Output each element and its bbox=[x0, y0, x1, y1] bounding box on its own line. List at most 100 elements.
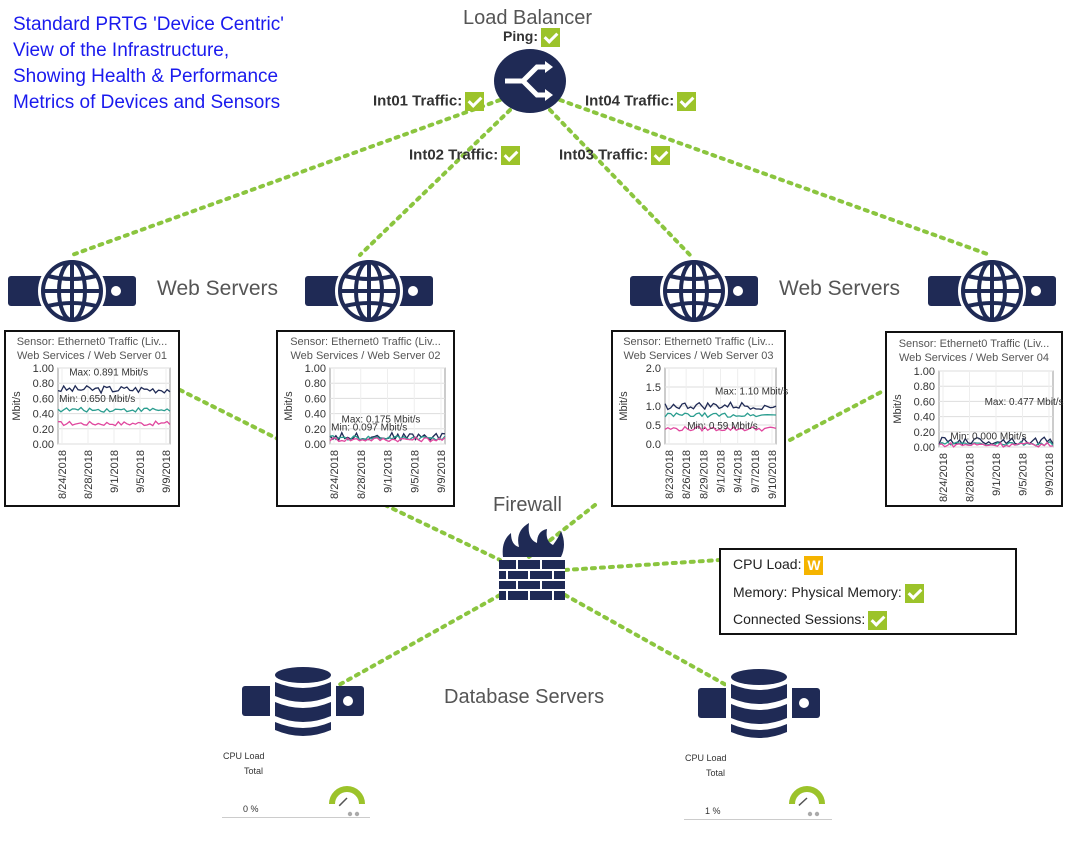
gauge-arc bbox=[329, 786, 365, 805]
x-tick-label: 9/5/2018 bbox=[135, 450, 147, 493]
x-tick-label: 9/10/2018 bbox=[767, 450, 779, 499]
gauge-info-icon bbox=[354, 811, 360, 817]
cpu-load-label: CPU Load: bbox=[733, 556, 802, 573]
gauge-settings-icon bbox=[347, 811, 353, 817]
gauge-arc bbox=[789, 786, 825, 805]
chart-sensor-name: Sensor: Ethernet0 Traffic (Liv... bbox=[16, 336, 168, 348]
y-tick-label: 1.00 bbox=[914, 366, 935, 378]
x-tick-label: 8/29/2018 bbox=[698, 450, 710, 499]
database-server-01-icon[interactable] bbox=[242, 664, 364, 740]
traffic-chart-web-server-03[interactable]: Sensor: Ethernet0 Traffic (Liv... Web Se… bbox=[611, 330, 788, 507]
load-balancer-icon[interactable] bbox=[493, 48, 567, 114]
link-fw-status bbox=[563, 558, 722, 572]
int04-sensor[interactable]: Int04 Traffic: bbox=[585, 92, 697, 111]
link-lb-ws02 bbox=[358, 108, 512, 257]
min-annotation: Min: 0.650 Mbit/s bbox=[59, 394, 135, 405]
y-tick-label: 0.60 bbox=[914, 396, 935, 408]
gauge-divider bbox=[684, 819, 832, 820]
x-tick-label: 8/28/2018 bbox=[965, 453, 977, 502]
chart-device-path: Web Services / Web Server 02 bbox=[290, 350, 441, 362]
chart-sensor-name: Sensor: Ethernet0 Traffic (Liv... bbox=[290, 336, 441, 348]
gauge-label: CPU Load bbox=[223, 751, 265, 761]
y-tick-label: 0.60 bbox=[33, 393, 54, 405]
link-lb-ws04 bbox=[558, 98, 992, 257]
y-tick-label: 0.5 bbox=[646, 420, 661, 432]
chart-device-path: Web Services / Web Server 01 bbox=[17, 350, 167, 362]
series-line bbox=[664, 400, 777, 411]
x-tick-label: 9/9/2018 bbox=[1044, 453, 1056, 496]
link-ws04-fw bbox=[788, 388, 887, 442]
min-annotation: Min: 0.59 Mbit/s bbox=[687, 421, 758, 432]
caption: Standard PRTG 'Device Centric' View of t… bbox=[13, 12, 284, 116]
cpu-load-gauge-db1[interactable]: CPU Load Total 0 % bbox=[222, 748, 372, 823]
traffic-chart-web-server-01[interactable]: Sensor: Ethernet0 Traffic (Liv... Web Se… bbox=[4, 330, 180, 507]
y-tick-label: 0.40 bbox=[33, 409, 54, 421]
x-tick-label: 9/1/2018 bbox=[109, 450, 121, 493]
chart-sensor-name: Sensor: Ethernet0 Traffic (Liv... bbox=[623, 336, 774, 348]
web-servers-right-label: Web Servers bbox=[779, 277, 900, 300]
ok-check-icon bbox=[501, 146, 521, 165]
web-server-02-icon[interactable] bbox=[305, 256, 433, 326]
connected-sessions-label: Connected Sessions: bbox=[733, 611, 866, 628]
web-server-03-icon[interactable] bbox=[630, 256, 758, 326]
max-annotation: Max: 0.891 Mbit/s bbox=[69, 368, 148, 379]
connected-sessions-sensor[interactable]: Connected Sessions: bbox=[733, 611, 888, 630]
y-tick-label: 1.00 bbox=[33, 363, 54, 375]
caption-line: Showing Health & Performance bbox=[13, 66, 279, 87]
firewall-label: Firewall bbox=[493, 494, 562, 516]
firewall-icon[interactable] bbox=[497, 523, 567, 603]
ok-check-icon bbox=[904, 584, 924, 603]
database-servers-label: Database Servers bbox=[444, 686, 605, 708]
y-tick-label: 0.80 bbox=[914, 381, 935, 393]
cpu-load-gauge-db2[interactable]: CPU Load Total 1 % bbox=[684, 750, 834, 825]
gauge-value: 1 % bbox=[705, 806, 721, 816]
web-server-04-icon[interactable] bbox=[928, 256, 1056, 326]
int01-label: Int01 Traffic: bbox=[373, 92, 463, 110]
x-tick-label: 8/24/2018 bbox=[57, 450, 69, 499]
y-tick-label: 0.00 bbox=[305, 439, 326, 451]
ping-sensor[interactable]: Ping: bbox=[503, 28, 560, 47]
y-tick-label: 0.0 bbox=[646, 439, 661, 451]
y-tick-label: 0.20 bbox=[305, 424, 326, 436]
series-line bbox=[938, 441, 1054, 448]
y-tick-label: 0.00 bbox=[914, 442, 935, 454]
int04-label: Int04 Traffic: bbox=[585, 92, 675, 110]
int03-sensor[interactable]: Int03 Traffic: bbox=[559, 146, 671, 165]
x-tick-label: 9/7/2018 bbox=[750, 450, 762, 493]
ok-check-icon bbox=[541, 28, 560, 47]
max-annotation: Max: 0.175 Mbit/s bbox=[342, 415, 421, 426]
cpu-load-sensor[interactable]: CPU Load:W bbox=[733, 556, 824, 575]
memory-sensor[interactable]: Memory: Physical Memory: bbox=[733, 584, 924, 603]
link-lb-ws03 bbox=[548, 108, 692, 257]
traffic-chart-web-server-02[interactable]: Sensor: Ethernet0 Traffic (Liv... Web Se… bbox=[276, 330, 455, 507]
series-line bbox=[664, 411, 777, 419]
int03-label: Int03 Traffic: bbox=[559, 146, 649, 164]
y-tick-label: 1.00 bbox=[305, 363, 326, 375]
web-server-01-icon[interactable] bbox=[8, 256, 136, 326]
x-tick-label: 9/4/2018 bbox=[733, 450, 745, 493]
x-tick-label: 9/1/2018 bbox=[991, 453, 1003, 496]
gauge-divider bbox=[222, 817, 370, 818]
caption-line: Standard PRTG 'Device Centric' bbox=[13, 14, 284, 35]
int01-sensor[interactable]: Int01 Traffic: bbox=[373, 92, 485, 111]
x-tick-label: 9/9/2018 bbox=[436, 450, 448, 493]
series-line bbox=[329, 436, 446, 443]
x-tick-label: 8/23/2018 bbox=[664, 450, 676, 499]
y-axis-label: Mbit/s bbox=[892, 394, 904, 424]
gauge-settings-icon bbox=[807, 811, 813, 817]
y-tick-label: 1.0 bbox=[646, 401, 661, 413]
load-balancer-title: Load Balancer bbox=[463, 7, 592, 29]
firewall-status-panel: CPU Load:W Memory: Physical Memory: Conn… bbox=[719, 548, 1017, 635]
gauge-label: CPU Load bbox=[685, 753, 727, 763]
traffic-chart-web-server-04[interactable]: Sensor: Ethernet0 Traffic (Liv... Web Se… bbox=[885, 331, 1064, 507]
int02-sensor[interactable]: Int02 Traffic: bbox=[409, 146, 521, 165]
series-line bbox=[57, 384, 171, 395]
y-tick-label: 0.60 bbox=[305, 393, 326, 405]
warning-icon: W bbox=[804, 556, 824, 575]
database-server-02-icon[interactable] bbox=[698, 666, 820, 742]
link-ws01-fw bbox=[178, 388, 292, 447]
y-tick-label: 0.00 bbox=[33, 439, 54, 451]
